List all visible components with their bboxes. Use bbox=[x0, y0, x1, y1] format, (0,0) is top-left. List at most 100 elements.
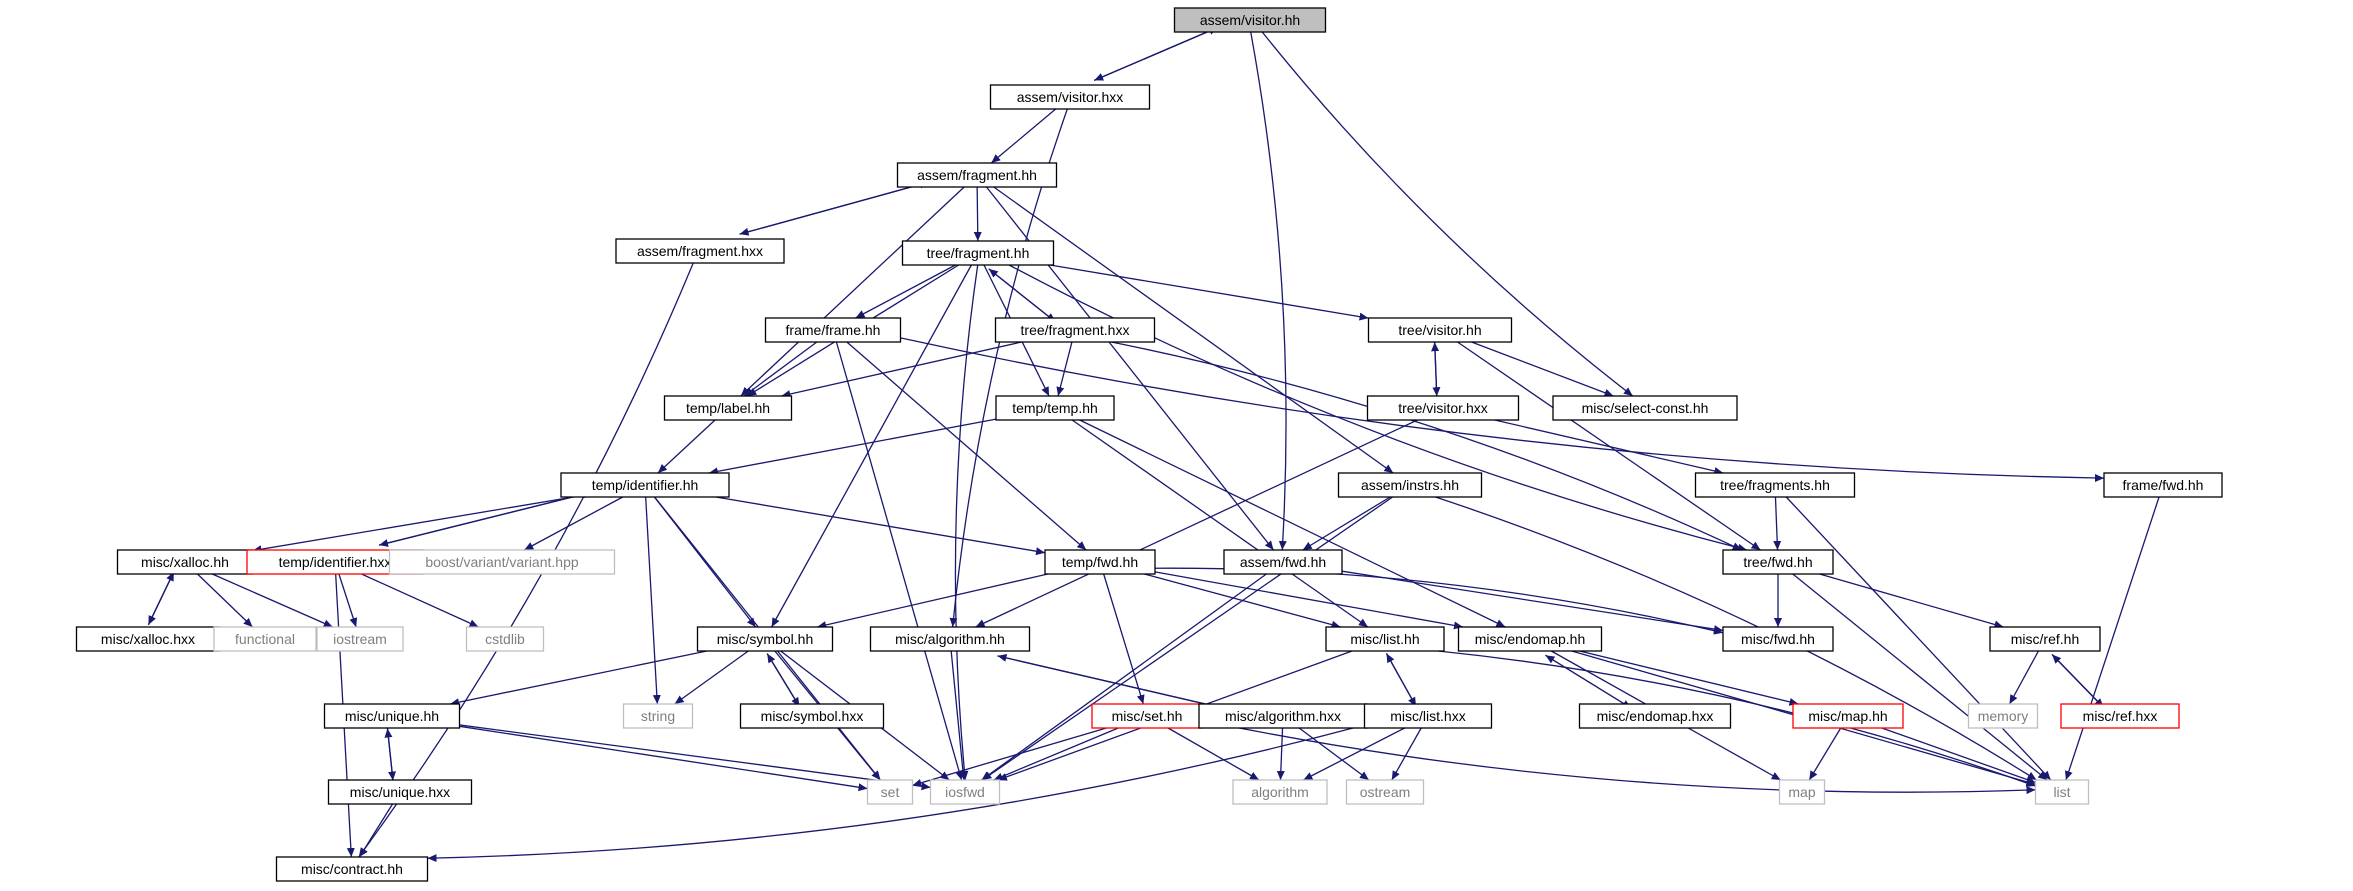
node-box bbox=[1223, 549, 1343, 575]
edge-misc_list_hh-to-list bbox=[1438, 650, 2036, 787]
edge-temp_identifier_hxx-to-iostream bbox=[338, 573, 358, 628]
node-label: assem/fragment.hxx bbox=[637, 243, 763, 259]
node-misc_algorithm_hh[interactable]: misc/algorithm.hh bbox=[869, 626, 1031, 652]
node-label: boost/variant/variant.hpp bbox=[425, 554, 579, 570]
node-misc_contract_hh[interactable]: misc/contract.hh bbox=[275, 856, 429, 882]
edge-misc_unique_hxx-to-misc_unique_hh bbox=[384, 728, 394, 781]
edge-misc_xalloc_hh-to-functional bbox=[197, 573, 253, 628]
node-box bbox=[327, 779, 473, 805]
node-misc_fwd_hh[interactable]: misc/fwd.hh bbox=[1722, 626, 1834, 652]
node-assem_instrs_hh[interactable]: assem/instrs.hh bbox=[1337, 472, 1483, 498]
edge-temp_identifier_hxx-to-cstdlib bbox=[361, 573, 479, 628]
edge-temp_identifier_hxx-to-temp_identifier_hh bbox=[378, 490, 593, 546]
node-tree_fragments_hh[interactable]: tree/fragments.hh bbox=[1694, 472, 1856, 498]
node-label: tree/visitor.hxx bbox=[1398, 400, 1487, 416]
node-temp_label_hh[interactable]: temp/label.hh bbox=[663, 395, 793, 421]
node-label: misc/endomap.hxx bbox=[1597, 708, 1714, 724]
node-misc_ref_hxx[interactable]: misc/ref.hxx bbox=[2060, 703, 2180, 729]
edge-assem_fwd_hh-to-iosfwd bbox=[981, 573, 1267, 781]
edge-tree_fragment_hh-to-iosfwd bbox=[954, 264, 979, 781]
edge-frame_frame_hh-to-iosfwd bbox=[835, 341, 963, 781]
node-misc_select_const_hh[interactable]: misc/select-const.hh bbox=[1552, 395, 1738, 421]
node-misc_set_hh[interactable]: misc/set.hh bbox=[1091, 703, 1203, 729]
node-box bbox=[275, 856, 429, 882]
node-algorithm: algorithm bbox=[1232, 779, 1328, 805]
node-box bbox=[1792, 703, 1904, 729]
edge-misc_algorithm_hxx-to-misc_algorithm_hh bbox=[997, 654, 1227, 710]
node-misc_map_hh[interactable]: misc/map.hh bbox=[1792, 703, 1904, 729]
node-assem_visitor_hh[interactable]: assem/visitor.hh bbox=[1173, 7, 1327, 33]
node-box bbox=[2103, 472, 2223, 498]
node-misc_unique_hh[interactable]: misc/unique.hh bbox=[323, 703, 461, 729]
edge-misc_unique_hxx-to-misc_contract_hh bbox=[358, 803, 394, 858]
node-frame_frame_hh[interactable]: frame/frame.hh bbox=[764, 317, 902, 343]
node-misc_xalloc_hh[interactable]: misc/xalloc.hh bbox=[116, 549, 254, 575]
node-label: iosfwd bbox=[945, 784, 985, 800]
edge-frame_fwd_hh-to-list bbox=[2064, 496, 2160, 781]
node-misc_ref_hh[interactable]: misc/ref.hh bbox=[1989, 626, 2101, 652]
node-label: misc/list.hxx bbox=[1390, 708, 1465, 724]
node-box bbox=[896, 162, 1058, 188]
node-box bbox=[213, 626, 317, 652]
node-tree_visitor_hh[interactable]: tree/visitor.hh bbox=[1367, 317, 1513, 343]
node-misc_symbol_hh[interactable]: misc/symbol.hh bbox=[696, 626, 834, 652]
node-box bbox=[1363, 703, 1493, 729]
edge-tree_fragments_hh-to-tree_fwd_hh bbox=[1773, 496, 1782, 551]
node-label: iostream bbox=[333, 631, 387, 647]
node-box bbox=[1694, 472, 1856, 498]
edge-tree_fragment_hh-to-frame_frame_hh bbox=[855, 264, 956, 319]
node-iostream: iostream bbox=[316, 626, 404, 652]
node-misc_endomap_hxx[interactable]: misc/endomap.hxx bbox=[1578, 703, 1732, 729]
node-label: algorithm bbox=[1251, 784, 1309, 800]
node-assem_fwd_hh[interactable]: assem/fwd.hh bbox=[1223, 549, 1343, 575]
node-misc_algorithm_hxx[interactable]: misc/algorithm.hxx bbox=[1198, 703, 1368, 729]
node-label: ostream bbox=[1360, 784, 1411, 800]
edge-assem_fragment_hxx-to-assem_fragment_hh bbox=[739, 180, 929, 235]
node-assem_fragment_hh[interactable]: assem/fragment.hh bbox=[896, 162, 1058, 188]
edge-temp_fwd_hh-to-misc_set_hh bbox=[1103, 573, 1145, 705]
node-assem_visitor_hxx[interactable]: assem/visitor.hxx bbox=[989, 84, 1151, 110]
node-label: tree/fragments.hh bbox=[1720, 477, 1830, 493]
node-box bbox=[1366, 395, 1520, 421]
node-misc_list_hh[interactable]: misc/list.hh bbox=[1325, 626, 1445, 652]
node-box bbox=[316, 626, 404, 652]
edge-misc_ref_hh-to-memory bbox=[2008, 650, 2040, 705]
node-box bbox=[75, 626, 221, 652]
node-misc_symbol_hxx[interactable]: misc/symbol.hxx bbox=[739, 703, 885, 729]
edge-assem_visitor_hxx-to-assem_fragment_hh bbox=[990, 108, 1057, 164]
node-box bbox=[1367, 317, 1513, 343]
edge-misc_set_hh-to-algorithm bbox=[1167, 727, 1260, 781]
node-label: misc/set.hh bbox=[1112, 708, 1183, 724]
edge-misc_map_hh-to-map bbox=[1808, 727, 1842, 781]
node-assem_fragment_hxx[interactable]: assem/fragment.hxx bbox=[615, 238, 785, 264]
node-misc_xalloc_hxx[interactable]: misc/xalloc.hxx bbox=[75, 626, 221, 652]
node-label: misc/select-const.hh bbox=[1582, 400, 1709, 416]
node-misc_list_hxx[interactable]: misc/list.hxx bbox=[1363, 703, 1493, 729]
edge-assem_visitor_hh-to-assem_fwd_hh bbox=[1250, 31, 1287, 551]
node-temp_identifier_hh[interactable]: temp/identifier.hh bbox=[560, 472, 730, 498]
node-box bbox=[1457, 626, 1603, 652]
node-temp_fwd_hh[interactable]: temp/fwd.hh bbox=[1044, 549, 1156, 575]
node-tree_fragment_hh[interactable]: tree/fragment.hh bbox=[901, 240, 1055, 266]
node-misc_endomap_hh[interactable]: misc/endomap.hh bbox=[1457, 626, 1603, 652]
edge-temp_identifier_hh-to-temp_fwd_hh bbox=[715, 496, 1046, 556]
node-temp_temp_hh[interactable]: temp/temp.hh bbox=[995, 395, 1115, 421]
node-box bbox=[1578, 703, 1732, 729]
node-label: assem/instrs.hh bbox=[1361, 477, 1459, 493]
node-tree_fwd_hh[interactable]: tree/fwd.hh bbox=[1722, 549, 1834, 575]
node-label: misc/algorithm.hh bbox=[895, 631, 1005, 647]
node-tree_visitor_hxx[interactable]: tree/visitor.hxx bbox=[1366, 395, 1520, 421]
node-misc_unique_hxx[interactable]: misc/unique.hxx bbox=[327, 779, 473, 805]
node-label: temp/fwd.hh bbox=[1062, 554, 1138, 570]
node-label: list bbox=[2053, 784, 2070, 800]
edge-temp_fwd_hh-to-misc_endomap_hh bbox=[1154, 571, 1464, 630]
node-tree_fragment_hxx[interactable]: tree/fragment.hxx bbox=[994, 317, 1156, 343]
edge-temp_fwd_hh-to-misc_symbol_hh bbox=[817, 573, 1048, 629]
node-label: memory bbox=[1978, 708, 2029, 724]
node-label: misc/list.hh bbox=[1350, 631, 1419, 647]
node-frame_fwd_hh[interactable]: frame/fwd.hh bbox=[2103, 472, 2223, 498]
node-box bbox=[622, 703, 694, 729]
node-label: misc/ref.hxx bbox=[2083, 708, 2158, 724]
edge-misc_algorithm_hxx-to-algorithm bbox=[1276, 727, 1285, 781]
node-box bbox=[1091, 703, 1203, 729]
